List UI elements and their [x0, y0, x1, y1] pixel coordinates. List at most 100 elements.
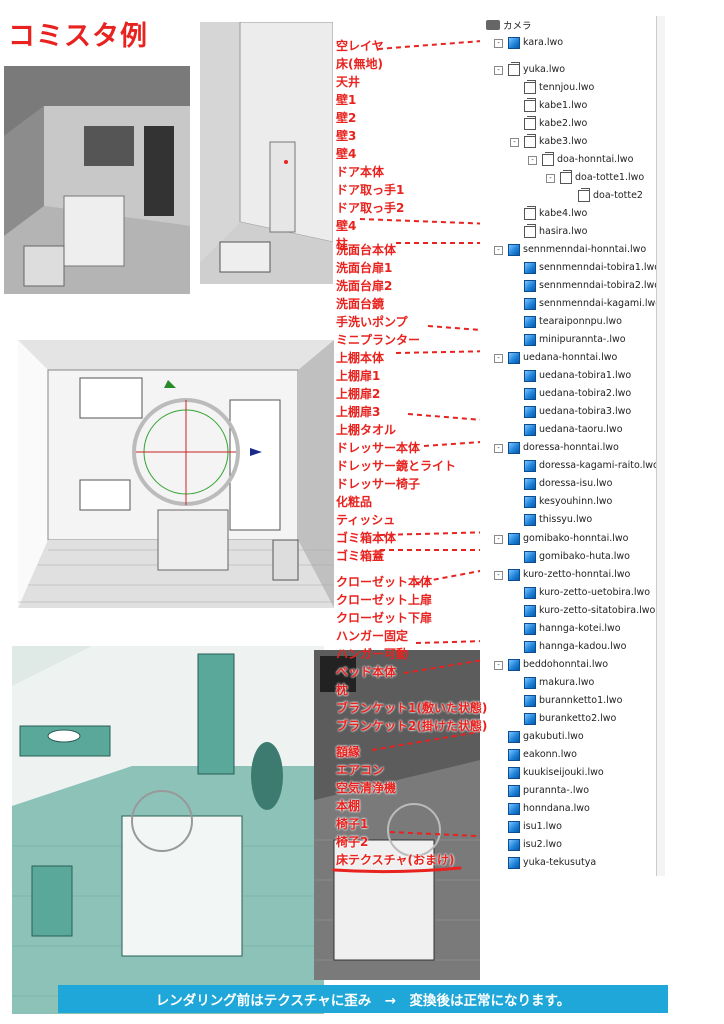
tree-node[interactable]: uedana-honntai.lwo — [508, 349, 617, 366]
part-label: 天井 — [336, 75, 361, 89]
tree-node[interactable]: makura.lwo — [524, 674, 594, 691]
cube-object-icon — [524, 640, 536, 653]
tree-node[interactable]: uedana-tobira1.lwo — [524, 367, 631, 384]
tree-node[interactable]: honndana.lwo — [508, 800, 590, 817]
tree-node-label: isu1.lwo — [523, 821, 562, 832]
tree-node[interactable]: hannga-kotei.lwo — [524, 620, 621, 637]
part-label: 上棚本体 — [336, 351, 385, 365]
tree-node-label: doressa-honntai.lwo — [523, 442, 619, 453]
tree-node[interactable]: burannketto1.lwo — [524, 692, 622, 709]
tree-node[interactable]: kabe1.lwo — [524, 97, 587, 114]
tree-node[interactable]: uedana-tobira2.lwo — [524, 385, 631, 402]
cube-object-icon — [524, 369, 536, 382]
tree-node[interactable]: yuka-tekusutya — [508, 854, 596, 871]
wireframe-object-icon — [524, 97, 536, 112]
collapse-toggle-icon[interactable]: - — [494, 39, 503, 48]
tree-node[interactable]: eakonn.lwo — [508, 746, 577, 763]
cube-object-icon — [508, 766, 520, 779]
tree-scrollbar[interactable] — [656, 16, 665, 876]
collapse-toggle-icon[interactable]: - — [494, 354, 503, 363]
tree-node-camera[interactable]: カメラ — [486, 16, 532, 33]
tree-node-label: doa-totte1.lwo — [575, 172, 645, 183]
tree-node[interactable]: gomibako-huta.lwo — [524, 548, 630, 565]
tree-node[interactable]: kabe4.lwo — [524, 205, 587, 222]
tree-node[interactable]: kuro-zetto-sitatobira.lwo — [524, 602, 655, 619]
tree-node-label: カメラ — [503, 20, 532, 32]
tree-node[interactable]: isu1.lwo — [508, 818, 562, 835]
part-label: 壁4 — [336, 147, 357, 161]
tree-node[interactable]: thissyu.lwo — [524, 511, 592, 528]
tree-node[interactable]: kabe3.lwo — [524, 133, 587, 150]
tree-node[interactable]: tearaiponnpu.lwo — [524, 313, 622, 330]
collapse-toggle-icon[interactable]: - — [494, 661, 503, 670]
collapse-toggle-icon[interactable]: - — [494, 66, 503, 75]
tree-node[interactable]: gakubuti.lwo — [508, 728, 584, 745]
tree-node[interactable]: gomibako-honntai.lwo — [508, 530, 628, 547]
tree-node[interactable]: doressa-isu.lwo — [524, 475, 612, 492]
part-label: 椅子1 — [336, 817, 369, 831]
cube-object-icon — [524, 279, 536, 292]
collapse-toggle-icon[interactable]: - — [494, 535, 503, 544]
tree-node-label: kara.lwo — [523, 37, 564, 48]
tree-node[interactable]: sennmenndai-tobira2.lwo — [524, 277, 660, 294]
collapse-toggle-icon[interactable]: - — [494, 444, 503, 453]
tree-node-label: hannga-kadou.lwo — [539, 641, 627, 652]
object-tree[interactable]: カメラ kara.lwo - yuka.lwo - tennjou.lwo kabe1.l… — [480, 16, 661, 892]
collapse-toggle-icon[interactable]: - — [494, 246, 503, 255]
part-label: エアコン — [336, 763, 385, 777]
collapse-toggle-icon[interactable]: - — [528, 156, 537, 165]
collapse-toggle-icon[interactable]: - — [510, 138, 519, 147]
tree-node[interactable]: doa-totte1.lwo — [560, 169, 644, 186]
tree-node-label: sennmenndai-tobira2.lwo — [539, 280, 661, 291]
tree-node[interactable]: sennmenndai-tobira1.lwo — [524, 259, 660, 276]
tree-node[interactable]: doa-totte2 — [578, 187, 643, 204]
part-label: ブランケット1(敷いた状態) — [336, 701, 488, 715]
tree-node[interactable]: kara.lwo — [508, 34, 563, 51]
tree-node[interactable]: minipurannta-.lwo — [524, 331, 626, 348]
wireframe-object-icon — [578, 187, 590, 202]
tree-node[interactable]: sennmenndai-kagami.lwo — [524, 295, 661, 312]
tree-node[interactable]: kuro-zetto-uetobira.lwo — [524, 584, 650, 601]
part-label: 枕 — [336, 683, 349, 697]
tree-node[interactable]: uedana-taoru.lwo — [524, 421, 623, 438]
page-title: コミスタ例 — [8, 21, 148, 52]
cube-object-icon — [524, 694, 536, 707]
tree-node[interactable]: buranketto2.lwo — [524, 710, 616, 727]
part-label: ゴミ箱本体 — [336, 531, 397, 545]
tree-node[interactable]: beddohonntai.lwo — [508, 656, 608, 673]
cube-object-icon — [508, 532, 520, 545]
cube-object-icon — [508, 730, 520, 743]
collapse-toggle-icon[interactable]: - — [494, 571, 503, 580]
tree-node-label: uedana-tobira1.lwo — [539, 370, 632, 381]
wireframe-object-icon — [524, 79, 536, 94]
room-render-top-middle — [200, 22, 333, 284]
tree-node-label: makura.lwo — [539, 677, 595, 688]
tree-node-label: kabe3.lwo — [539, 136, 588, 147]
part-label: 空レイヤ — [336, 39, 384, 53]
tree-node[interactable]: doressa-kagami-raito.lwo — [524, 457, 659, 474]
tree-node[interactable]: kuukiseijouki.lwo — [508, 764, 604, 781]
part-label: ドア取っ手2 — [336, 201, 405, 215]
collapse-toggle-icon[interactable]: - — [546, 174, 555, 183]
tree-node[interactable]: sennmenndai-honntai.lwo — [508, 241, 646, 258]
tree-node[interactable]: hannga-kadou.lwo — [524, 638, 626, 655]
part-label: ティッシュ — [336, 513, 396, 527]
tree-node[interactable]: kuro-zetto-honntai.lwo — [508, 566, 630, 583]
tree-node[interactable]: hasira.lwo — [524, 223, 587, 240]
tree-node[interactable]: kesyouhinn.lwo — [524, 493, 612, 510]
tree-node[interactable]: isu2.lwo — [508, 836, 562, 853]
tree-node[interactable]: purannta-.lwo — [508, 782, 589, 799]
tree-node[interactable]: doa-honntai.lwo — [542, 151, 633, 168]
part-label: ミニプランター — [336, 333, 421, 347]
tree-node[interactable]: uedana-tobira3.lwo — [524, 403, 631, 420]
tree-node[interactable]: kabe2.lwo — [524, 115, 587, 132]
tree-node-label: burannketto1.lwo — [539, 695, 623, 706]
tree-node-label: yuka.lwo — [523, 64, 566, 75]
tree-node-label: gomibako-honntai.lwo — [523, 533, 629, 544]
tree-node-label: kabe1.lwo — [539, 100, 588, 111]
tree-node[interactable]: tennjou.lwo — [524, 79, 594, 96]
tree-node[interactable]: yuka.lwo — [508, 61, 565, 78]
part-label: ゴミ箱蓋 — [336, 549, 385, 563]
tree-node[interactable]: doressa-honntai.lwo — [508, 439, 619, 456]
part-label: 壁3 — [336, 129, 357, 143]
